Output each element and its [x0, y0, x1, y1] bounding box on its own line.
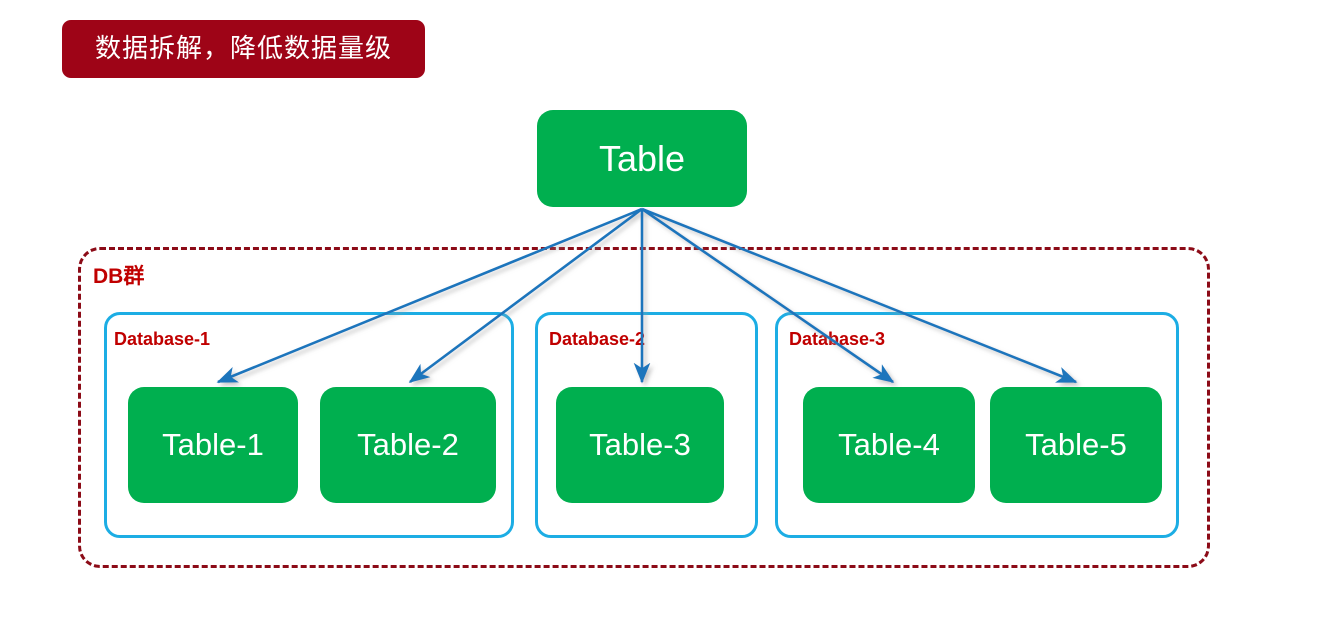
- table-label-1: Table-1: [162, 427, 264, 462]
- table-box-2[interactable]: Table-2: [320, 387, 496, 503]
- table-label-5: Table-5: [1025, 427, 1127, 462]
- table-box-3[interactable]: Table-3: [556, 387, 724, 503]
- root-table-box[interactable]: Table: [537, 110, 747, 207]
- table-box-5[interactable]: Table-5: [990, 387, 1162, 503]
- db-group-label: DB群: [93, 265, 145, 288]
- database-label-2: Database-2: [549, 329, 646, 349]
- root-table-label: Table: [598, 137, 686, 179]
- table-label-4: Table-4: [838, 427, 940, 462]
- title-banner: 数据拆解，降低数据量级: [62, 20, 425, 78]
- title-banner-text: 数据拆解，降低数据量级: [94, 34, 392, 64]
- database-label-3: Database-3: [789, 329, 886, 349]
- table-label-3: Table-3: [589, 427, 691, 462]
- table-box-4[interactable]: Table-4: [803, 387, 975, 503]
- database-label-1: Database-1: [114, 329, 211, 349]
- table-box-1[interactable]: Table-1: [128, 387, 298, 503]
- table-label-2: Table-2: [357, 427, 459, 462]
